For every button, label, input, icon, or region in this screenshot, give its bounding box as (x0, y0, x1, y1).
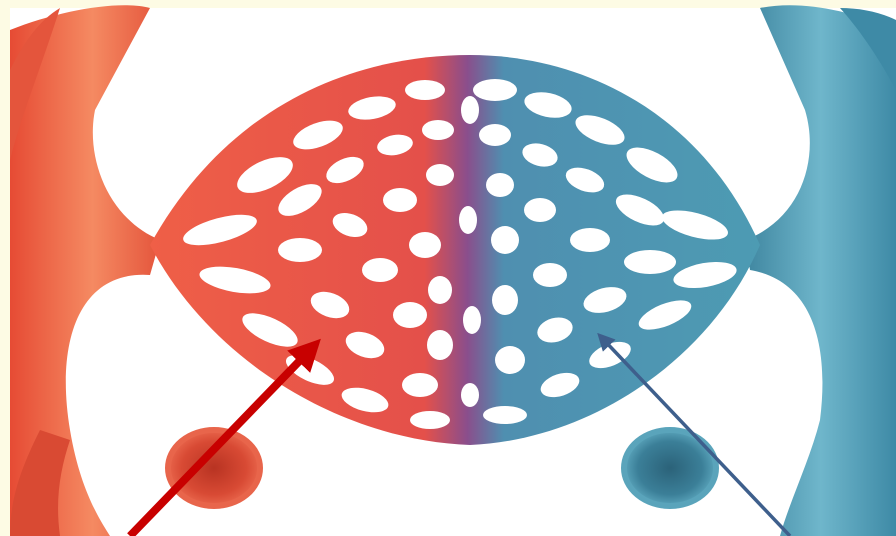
venule (621, 5, 896, 536)
capillary-bed (150, 55, 760, 445)
arrow-venule-side (597, 332, 792, 536)
venule-opening (621, 427, 719, 509)
arteriole-opening (165, 427, 263, 509)
capillary-network-holes (183, 79, 737, 429)
arrow-arteriole-side (127, 338, 321, 536)
arteriole (10, 5, 263, 536)
